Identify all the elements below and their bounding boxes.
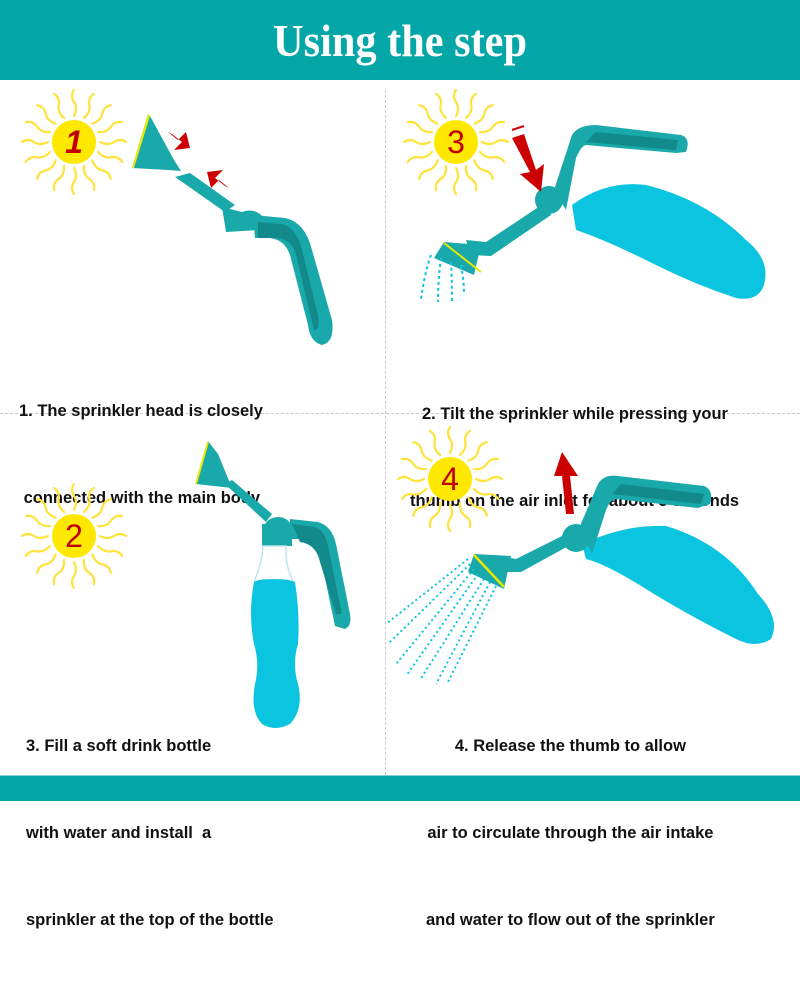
caption-line: 1. The sprinkler head is closely xyxy=(19,402,263,420)
caption-line: and water to flow out of the sprinkler xyxy=(426,911,715,929)
step-panel-2: 3 2. Tilt the sprinkler while pressing y… xyxy=(381,67,800,510)
step-number: 2 xyxy=(65,518,83,554)
page-title: Using the step xyxy=(273,14,527,66)
sun-icon: 1 xyxy=(0,67,149,217)
sprinkler-illustration xyxy=(420,125,766,303)
step-caption-3: 3. Fill a soft drink bottle with water a… xyxy=(26,674,274,993)
caption-line: 3. Fill a soft drink bottle xyxy=(26,737,212,755)
caption-line: 4. Release the thumb to allow xyxy=(454,737,686,755)
step-panel-1: 1 1. The sprinkler head is closely conne… xyxy=(0,67,385,507)
caption-line: 2. Tilt the sprinkler while pressing you… xyxy=(422,405,728,423)
step-number: 3 xyxy=(447,124,465,160)
sprinkler-illustration xyxy=(132,114,333,345)
step-panel-3: 2 3. Fill a soft drink bottle with water… xyxy=(0,414,385,929)
bottle-illustration xyxy=(195,441,351,728)
sun-icon: 2 xyxy=(0,461,149,611)
vertical-divider xyxy=(385,90,386,775)
caption-line: with water and install a xyxy=(26,824,212,842)
step-number: 1 xyxy=(65,124,83,160)
header-banner: Using the step xyxy=(0,0,800,80)
caption-line: air to circulate through the air intake xyxy=(427,824,714,842)
footer-banner xyxy=(0,775,800,801)
horizontal-divider xyxy=(0,413,800,414)
sun-icon: 3 xyxy=(381,67,531,217)
step-panel-4: 4 4. Release the thumb to allow air to c… xyxy=(375,404,800,929)
caption-line: sprinkler at the top of the bottle xyxy=(26,911,274,929)
sprinkler-illustration xyxy=(385,452,775,685)
step-caption-1: 1. The sprinkler head is closely connect… xyxy=(19,339,263,571)
step-number: 4 xyxy=(441,461,459,497)
sun-icon: 4 xyxy=(375,404,525,554)
step-caption-4: 4. Release the thumb to allow air to cir… xyxy=(426,674,715,993)
